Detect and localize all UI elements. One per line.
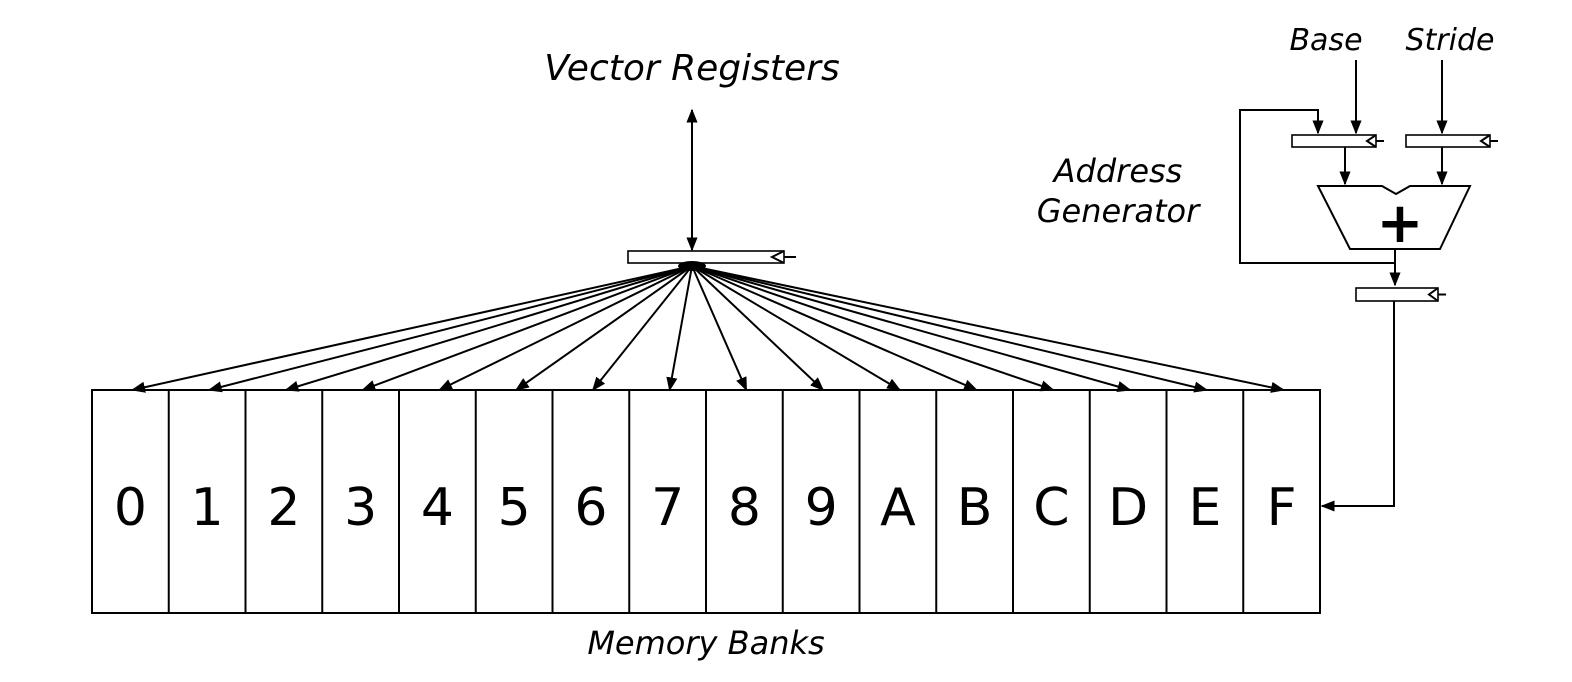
fanout-arrow-bank-9 xyxy=(691,265,825,391)
fanout-arrow-bank-C xyxy=(691,265,1055,392)
address-generator-label-line1: Address xyxy=(1052,152,1183,190)
fanout-arrow-bank-8 xyxy=(691,265,748,392)
fanout-arrow-bank-A xyxy=(691,265,902,391)
memory-bank-A: A xyxy=(880,478,916,538)
fanout-arrow-bank-5 xyxy=(514,265,693,391)
bank-fanout-arrows xyxy=(131,265,1285,393)
memory-bank-2: 2 xyxy=(267,478,300,538)
feedback-loop-wire xyxy=(1239,109,1395,264)
memory-bank-B: B xyxy=(957,478,993,538)
fanout-arrow-bank-F xyxy=(691,265,1285,393)
memory-bank-F: F xyxy=(1267,478,1297,538)
memory-bank-9: 9 xyxy=(805,478,838,538)
fanout-arrow-bank-3 xyxy=(361,265,693,391)
memory-bank-D: D xyxy=(1108,478,1148,538)
address-to-banks-arrow xyxy=(1320,301,1395,512)
memory-bank-3: 3 xyxy=(344,478,377,538)
adder-plus-symbol: + xyxy=(1377,191,1424,256)
memory-bank-0: 0 xyxy=(114,478,147,538)
memory-bank-4: 4 xyxy=(421,478,454,538)
memory-banks-label: Memory Banks xyxy=(587,624,824,662)
memory-bank-1: 1 xyxy=(191,478,224,538)
vector-registers-label: Vector Registers xyxy=(544,48,839,89)
fanout-arrow-bank-D xyxy=(691,265,1132,392)
stride-register-latch xyxy=(1405,134,1498,148)
memory-bank-7: 7 xyxy=(651,478,684,538)
fanout-arrow-bank-B xyxy=(691,265,978,391)
base-register-latch xyxy=(1291,134,1384,148)
address-generator-label-line2: Generator xyxy=(1037,192,1201,230)
fanout-arrow-bank-E xyxy=(691,265,1209,393)
fanout-arrow-bank-7 xyxy=(666,265,693,392)
memory-bank-8: 8 xyxy=(728,478,761,538)
stride-label: Stride xyxy=(1406,23,1495,58)
address-generator: + xyxy=(1239,60,1498,512)
vector-register-latch xyxy=(627,250,796,264)
fanout-arrow-bank-2 xyxy=(284,265,693,392)
fanout-arrow-bank-1 xyxy=(207,265,693,393)
address-register-latch xyxy=(1355,287,1446,302)
memory-bank-C: C xyxy=(1033,478,1069,538)
memory-bank-E: E xyxy=(1188,478,1221,538)
adder-shape xyxy=(1316,185,1472,250)
memory-bank-5: 5 xyxy=(498,478,531,538)
base-label: Base xyxy=(1289,23,1362,58)
fanout-arrow-bank-6 xyxy=(592,265,693,392)
fanout-arrow-bank-0 xyxy=(131,265,693,393)
memory-bank-6: 6 xyxy=(574,478,607,538)
fanout-arrow-bank-4 xyxy=(438,265,693,391)
